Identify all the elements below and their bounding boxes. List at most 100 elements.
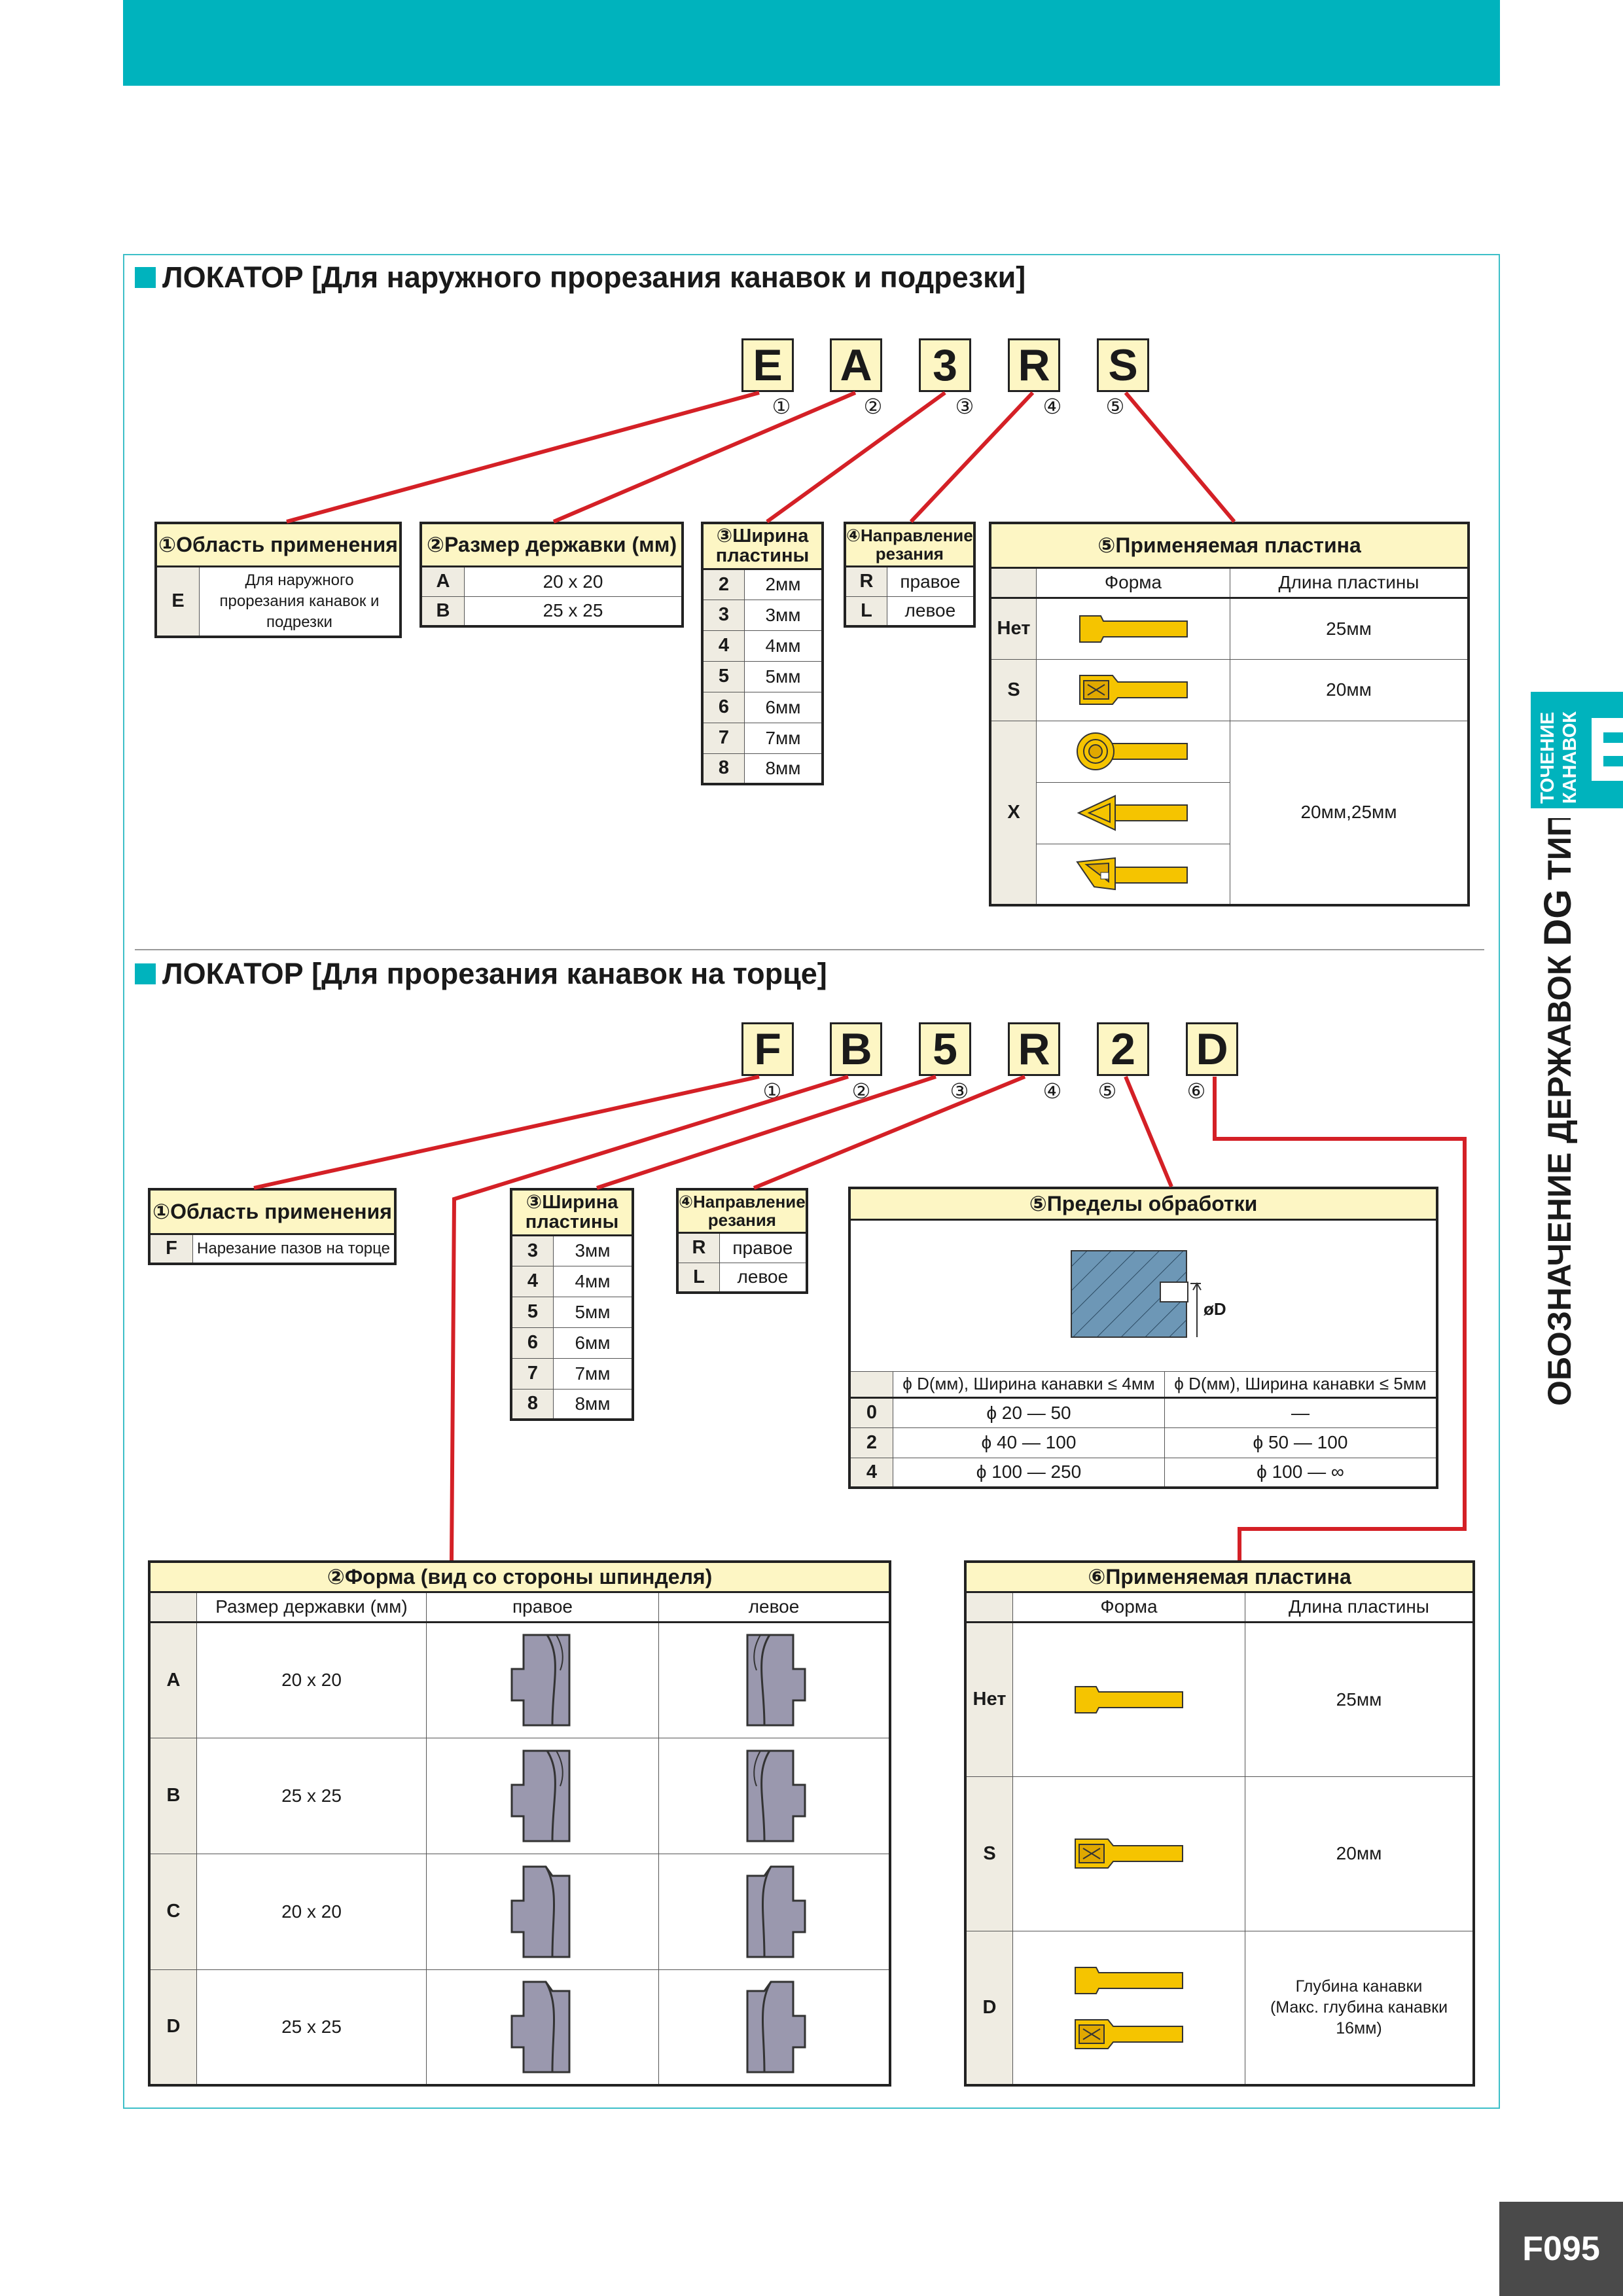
s1-insert-shape-s — [1036, 658, 1230, 721]
code-box-5: S — [1097, 338, 1149, 392]
s1-insert-key-s: S — [990, 658, 1037, 721]
code-box-1: F — [741, 1022, 794, 1076]
s2-width-header: ③Ширина пластины — [510, 1189, 633, 1236]
s2-shape-left-b — [658, 1737, 891, 1854]
page-number: F095 — [1499, 2202, 1623, 2296]
code-num-1: ① — [772, 395, 791, 418]
code-box-6: D — [1186, 1022, 1238, 1076]
s2-shape-col-right: правое — [426, 1591, 659, 1623]
top-accent-bar — [123, 0, 1500, 86]
s2-shape-header: ②Форма (вид со стороны шпинделя) — [149, 1561, 891, 1593]
s2-limits-col1: ϕ D(мм), Ширина канавки ≤ 4мм — [893, 1371, 1165, 1399]
s2-direction-key-l: L — [677, 1262, 720, 1293]
s1-insert-header: ⑤Применяемая пластина — [990, 522, 1469, 569]
s2-shape-key: A — [149, 1621, 197, 1738]
s2-area-key: F — [149, 1233, 193, 1265]
code-box-4: R — [1008, 338, 1060, 392]
s2-insert-length-d-line2: (Макс. глубина канавки 16мм) — [1270, 1998, 1448, 2038]
insert-screw-icon — [1075, 1839, 1183, 1869]
code-num-3: ③ — [950, 1079, 969, 1103]
s2-shape-right-b — [426, 1737, 659, 1854]
s2-width-value: 5мм — [553, 1296, 633, 1328]
s2-limits-c2: ― — [1164, 1397, 1438, 1428]
code-num-3: ③ — [955, 395, 974, 418]
svg-text:ОБОЗНАЧЕНИЕ ДЕРЖАВОК DG ТИПА: ОБОЗНАЧЕНИЕ ДЕРЖАВОК DG ТИПА — [1537, 818, 1579, 1406]
s2-width-value: 7мм — [553, 1357, 633, 1390]
s1-insert-length-x: 20мм,25мм — [1230, 720, 1469, 906]
s1-holder-key-b: B — [420, 596, 465, 627]
s2-area-header: ①Область применения — [149, 1189, 396, 1235]
s2-direction-header: ④Направление резания — [677, 1189, 808, 1234]
s1-width-value: 3мм — [744, 599, 823, 631]
s1-width-key: 6 — [702, 691, 745, 723]
s2-shape-right-c — [426, 1853, 659, 1970]
s2-limits-c1: ϕ 100 ― 250 — [893, 1457, 1165, 1488]
s2-shape-key: C — [149, 1853, 197, 1970]
s1-direction-key-l: L — [844, 596, 887, 627]
section-marker-icon — [135, 267, 156, 288]
s2-shape-left-d — [658, 1969, 891, 2086]
section-divider — [135, 949, 1484, 950]
s2-limits-key: 0 — [849, 1397, 893, 1428]
code-box-5: 2 — [1097, 1022, 1149, 1076]
s1-area-header: ①Область применения — [155, 522, 401, 567]
tab-letter-e-icon — [1582, 710, 1623, 789]
s2-limits-c1: ϕ 40 ― 100 — [893, 1427, 1165, 1458]
insert-screw-icon — [1079, 675, 1188, 705]
face-groove-diagram: øD — [1071, 1250, 1226, 1338]
s1-area-table: ①Область применения E Для наружного прор… — [154, 522, 402, 638]
code-num-4: ④ — [1043, 1079, 1062, 1103]
tab-label-line1: ТОЧЕНИЕ — [1537, 712, 1558, 804]
s2-insert-length-d-line1: Глубина канавки — [1295, 1977, 1423, 1996]
s2-insert-key: S — [965, 1776, 1013, 1931]
s2-insert-col-length: Длина пластины — [1245, 1591, 1474, 1623]
s1-insert-shape-x1 — [1036, 720, 1230, 783]
s2-direction-value-r: правое — [719, 1232, 808, 1263]
s2-width-key: 6 — [510, 1327, 554, 1359]
s1-area-key: E — [155, 565, 200, 637]
s2-insert-shape-d — [1012, 1930, 1245, 2086]
s2-area-table: ①Область применения F Нарезание пазов на… — [148, 1188, 397, 1265]
insert-plain-icon — [1075, 1967, 1183, 1995]
holder-right-icon — [510, 1749, 571, 1842]
holder-right-icon — [510, 1634, 571, 1727]
s2-limits-c2: ϕ 50 ― 100 — [1164, 1427, 1438, 1458]
s2-limits-col2: ϕ D(мм), Ширина канавки ≤ 5мм — [1164, 1371, 1438, 1399]
s1-width-header: ③Ширина пластины — [702, 522, 823, 570]
s2-insert-length: 25мм — [1245, 1621, 1474, 1777]
code-box-1: E — [741, 338, 794, 392]
s2-limits-c1: ϕ 20 ― 50 — [893, 1397, 1165, 1428]
s2-limits-table: ⑤Пределы обработки øD ϕ D(мм), Ширина ка… — [848, 1187, 1438, 1489]
s2-width-value: 6мм — [553, 1327, 633, 1359]
s2-width-value: 3мм — [553, 1234, 633, 1266]
s2-shape-size: 25 x 25 — [196, 1737, 427, 1854]
code-num-5: ⑤ — [1097, 1079, 1117, 1103]
s2-direction-value-l: левое — [719, 1262, 808, 1293]
s1-insert-col-shape: Форма — [1036, 567, 1230, 599]
s1-insert-length-none: 25мм — [1230, 597, 1469, 660]
s2-insert-key: D — [965, 1930, 1013, 2086]
s2-shape-right-a — [426, 1621, 659, 1738]
s1-width-key: 3 — [702, 599, 745, 631]
s2-area-value: Нарезание пазов на торце — [192, 1233, 396, 1265]
s2-shape-right-d — [426, 1969, 659, 2086]
holder-right-center-icon — [510, 1981, 571, 2073]
s2-width-value: 8мм — [553, 1388, 633, 1420]
section2-title: ЛОКАТОР [Для прорезания канавок на торце… — [162, 957, 827, 990]
holder-left-center-icon — [746, 1865, 806, 1958]
s2-direction-key-r: R — [677, 1232, 720, 1263]
s1-direction-value-r: правое — [886, 565, 975, 597]
code-num-1: ① — [762, 1079, 782, 1103]
section2-title-row: ЛОКАТОР [Для прорезания канавок на торце… — [135, 957, 827, 991]
code-num-6: ⑥ — [1186, 1079, 1206, 1103]
insert-trigon-icon — [1075, 857, 1188, 891]
section-tab-label: ТОЧЕНИЕ КАНАВОК — [1537, 711, 1580, 804]
code-box-3: 3 — [919, 338, 971, 392]
s1-insert-table: ⑤Применяемая пластина Форма Длина пласти… — [989, 522, 1470, 906]
insert-plain-icon — [1079, 615, 1188, 643]
s2-shape-key: B — [149, 1737, 197, 1854]
s2-insert-col-shape: Форма — [1012, 1591, 1245, 1623]
s1-width-value: 5мм — [744, 660, 823, 692]
